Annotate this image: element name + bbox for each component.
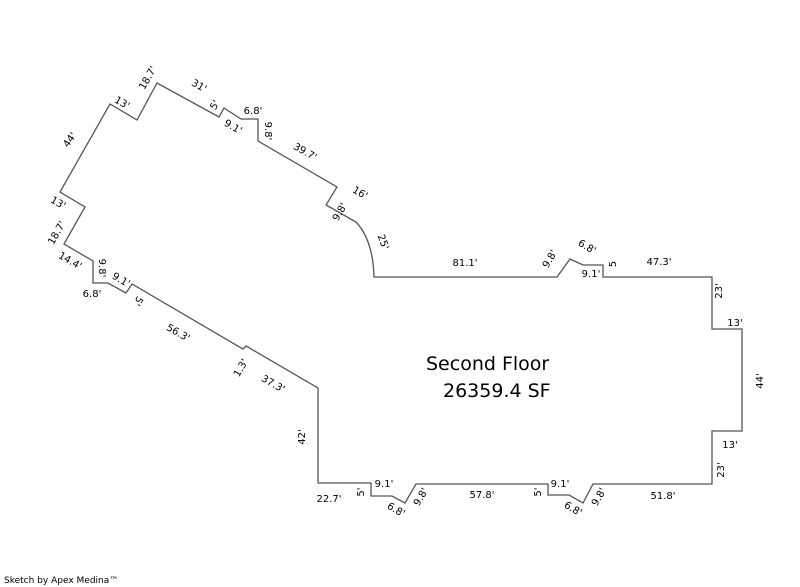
dim-label: 25' [375,233,391,251]
dim-label: 5' [356,487,367,496]
dim-label: 5' [208,99,222,112]
dim-label: 9.1' [222,118,244,137]
dim-label: 5' [533,487,544,496]
dim-label: 47.3' [646,257,671,268]
dim-label: 6.8' [385,501,407,520]
dim-label: 6.8' [83,289,102,300]
dimension-labels: 18.7' 31' 5' 6.8' 9.1' 9.8' 39.7' 16' 9.… [46,65,766,520]
floor-title: Second Floor [426,353,549,375]
dim-label: 23' [716,462,727,477]
dim-label: 18.7' [137,65,159,92]
dim-label: 9.1' [110,271,132,290]
dim-label: 9.8' [96,259,107,278]
dim-label: 6.8' [244,106,263,117]
dim-label: 81.1' [452,258,477,269]
dim-label: 44' [61,131,79,150]
dim-label: 44' [755,373,766,388]
dim-label: 9.8' [590,486,609,508]
floor-outline [59,82,743,504]
dim-label: 56.3' [164,322,191,344]
dim-label: 5' [131,294,145,307]
dim-label: 9.1' [375,479,394,490]
dim-label: 16' [350,185,369,202]
floor-area: 26359.4 SF [443,380,551,402]
dim-label: 1.3' [232,357,251,379]
dim-label: 23' [714,283,725,298]
dim-label: 57.8' [469,490,494,501]
dim-label: 13' [727,318,742,329]
sketch-credit: Sketch by Apex Medina™ [4,576,118,586]
dim-label: 9.8' [412,486,431,508]
dim-label: 39.7' [291,141,318,163]
dim-label: 13' [112,95,131,112]
dim-label: 6.8' [562,500,584,519]
dim-label: 42' [297,429,308,444]
dim-label: 37.3' [259,373,286,395]
dim-label: 13' [48,195,67,212]
dim-label: 9.8' [541,248,560,270]
dim-label: 22.7' [316,494,341,505]
dim-label: 5 [608,261,619,267]
dim-label: 9.1' [551,479,570,490]
dim-label: 9.8' [262,122,273,141]
dim-label: 9.8' [331,201,350,223]
dim-label: 13' [722,440,737,451]
dim-label: 14.4' [56,250,83,272]
dim-label: 51.8' [650,491,675,502]
dim-label: 6.8' [576,238,598,257]
dim-label: 31' [189,78,208,95]
dim-label: 9.1' [582,269,601,280]
